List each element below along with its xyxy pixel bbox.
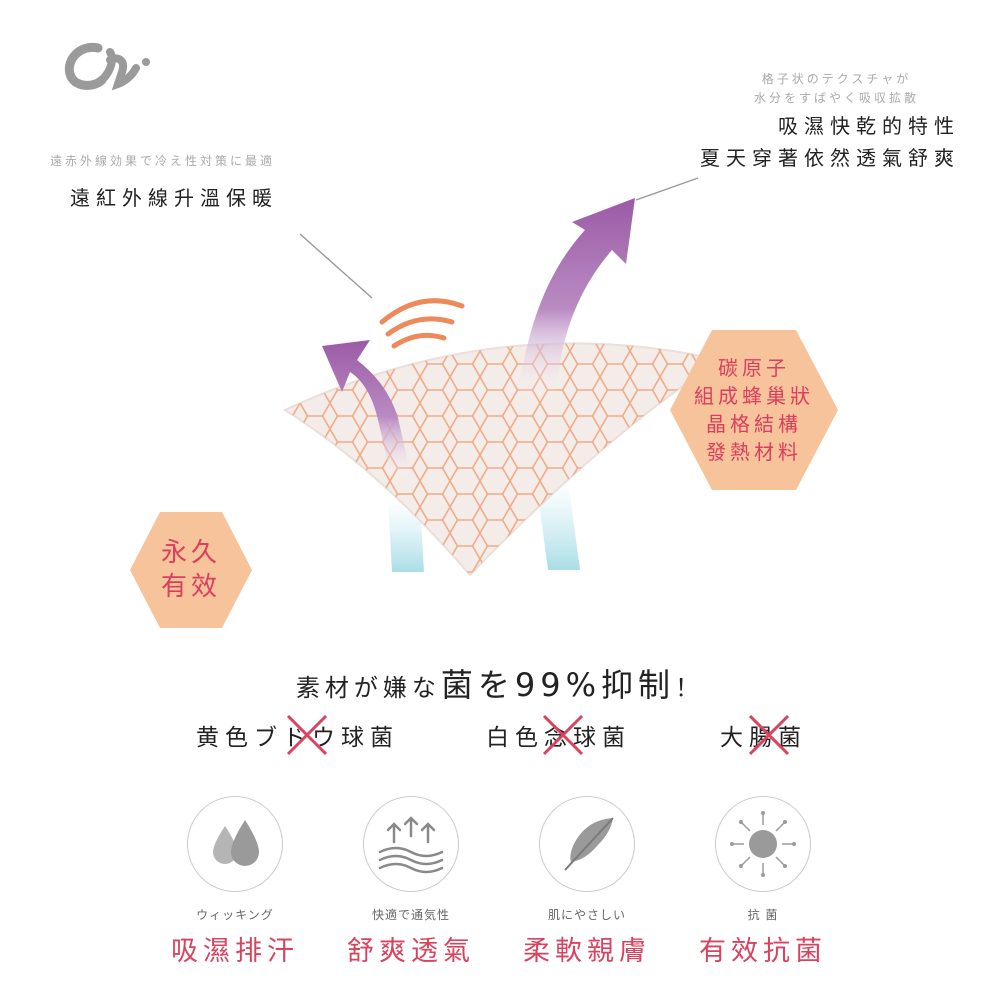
feature-soft: 肌にやさしい 柔軟親膚	[522, 796, 652, 968]
antibacterial-highlight: 菌を99%抑制	[440, 666, 676, 704]
cross-mark-icon	[286, 714, 328, 756]
durable-badge-line: 有效	[160, 572, 221, 602]
antibacterial-heading: 素材が嫌な菌を99%抑制！	[0, 660, 1000, 706]
feature-icon-circle	[187, 796, 283, 892]
durable-badge-shape	[130, 512, 252, 628]
feature-icon-circle	[363, 796, 459, 892]
right-callout-note: 格子状のテクスチャが 水分をすばやく吸収拡散	[754, 70, 919, 108]
right-title-line-2: 夏天穿著依然透氣舒爽	[700, 146, 960, 170]
right-note-line-1: 格子状のテクスチャが	[761, 72, 912, 86]
right-title-line-1: 吸濕快乾的特性	[778, 114, 960, 138]
feature-jp: ウィッキング	[196, 908, 274, 922]
heat-arrow-left	[322, 340, 412, 480]
bacteria-ecoli: 大腸菌	[720, 725, 807, 751]
left-callout-title: 遠紅外線升溫保暖	[70, 186, 278, 210]
right-leader-line	[635, 177, 699, 201]
carbon-badge-line: 發熱材料	[706, 440, 802, 464]
water-drops-icon	[213, 820, 259, 866]
cross-mark-icon	[748, 714, 790, 756]
feature-jp: 抗 菌	[747, 908, 779, 922]
airflow-icon	[378, 816, 444, 874]
honeycomb-pattern	[285, 343, 720, 575]
warmth-waves-icon	[379, 298, 465, 349]
carbon-badge-line: 組成蜂巢狀	[694, 384, 814, 408]
blue-airflow-left	[388, 500, 424, 572]
right-callout-title: 吸濕快乾的特性 夏天穿著依然透氣舒爽	[700, 110, 960, 174]
antibacterial-post: ！	[675, 674, 705, 702]
durable-badge-line: 永久	[160, 538, 221, 568]
feature-jp: 快適で通気性	[371, 908, 450, 922]
feature-zh: 有效抗菌	[699, 936, 827, 967]
moisture-arrow-right	[518, 198, 635, 400]
feature-zh: 柔軟親膚	[523, 936, 651, 967]
antibacterial-pre: 素材が嫌な	[295, 674, 441, 702]
feature-jp: 肌にやさしい	[547, 908, 626, 922]
carbon-badge: 碳原子 組成蜂巢狀 晶格結構 發熱材料	[670, 330, 838, 490]
carbon-badge-line: 碳原子	[718, 356, 790, 380]
fabric-illustration	[130, 177, 838, 628]
feather-icon	[564, 817, 614, 871]
feature-zh: 吸濕排汗	[171, 936, 299, 967]
right-note-line-2: 水分をすばやく吸収拡散	[754, 91, 920, 105]
feature-zh: 舒爽透氣	[347, 936, 475, 967]
durable-badge: 永久 有效	[130, 512, 252, 628]
feature-icon-circle	[715, 796, 811, 892]
germ-icon	[730, 811, 796, 877]
left-callout-note: 遠赤外線効果で冷え性対策に最適	[50, 154, 276, 168]
carbon-badge-line: 晶格結構	[706, 412, 802, 436]
left-leader-line	[299, 233, 373, 299]
feature-icon-circle	[539, 796, 635, 892]
blue-airflow-right	[536, 480, 580, 570]
cross-mark-icon	[542, 714, 584, 756]
feature-wicking: ウィッキング 吸濕排汗	[170, 796, 300, 968]
carbon-badge-shape	[670, 330, 838, 490]
feature-antibacterial: 抗 菌 有效抗菌	[698, 796, 828, 968]
brand-logo	[64, 42, 150, 91]
feature-breathable: 快適で通気性 舒爽透氣	[346, 796, 476, 968]
